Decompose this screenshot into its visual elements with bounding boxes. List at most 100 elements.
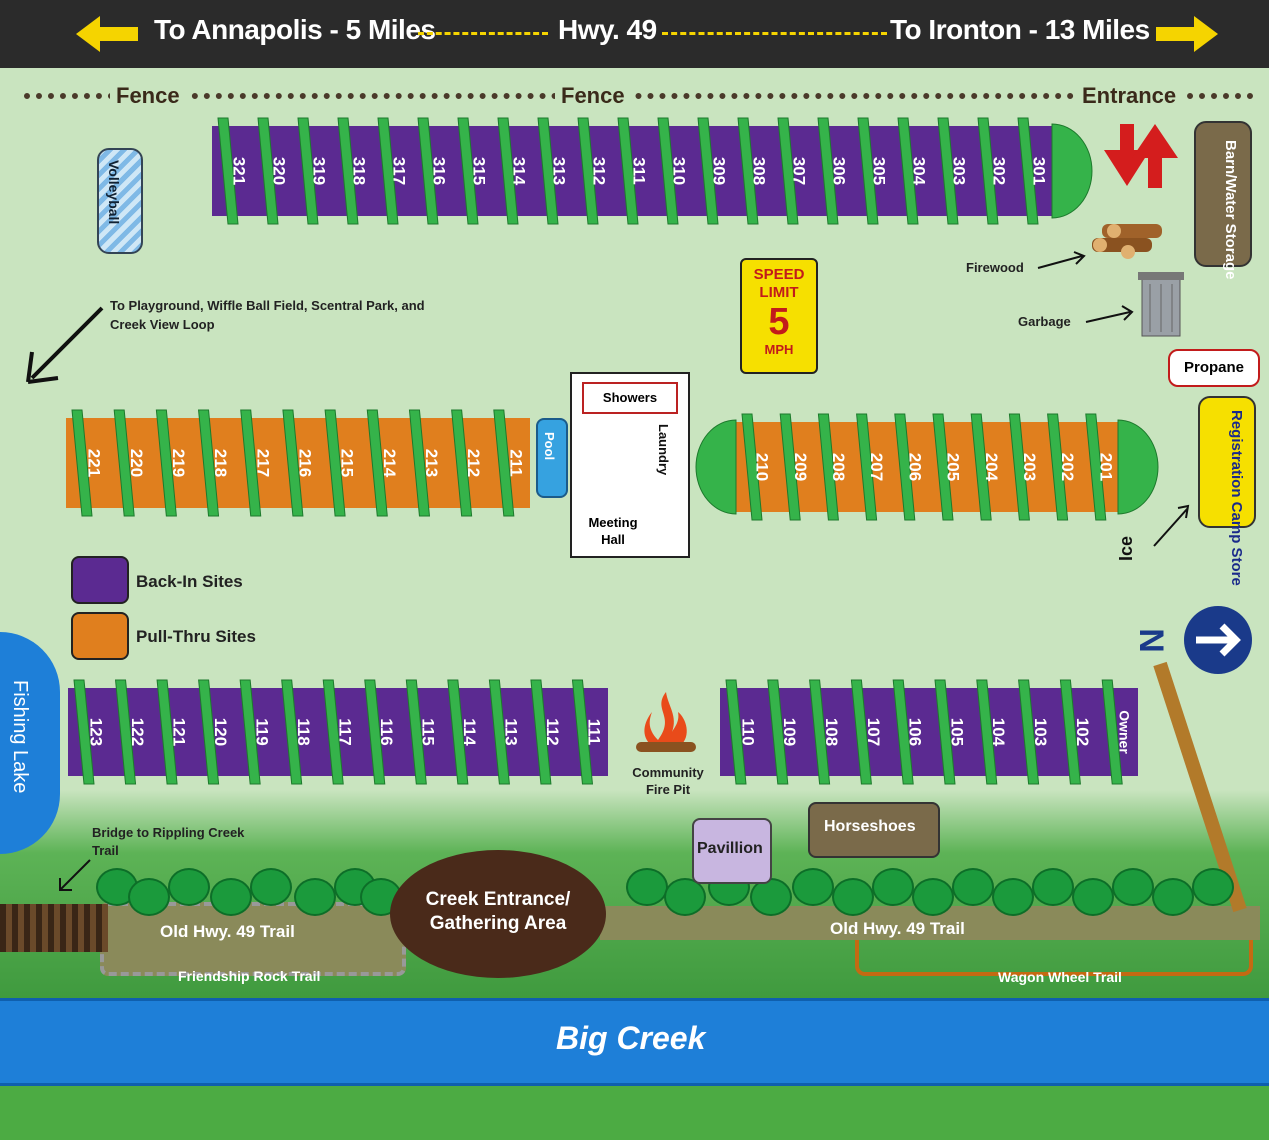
site-pad-212 — [451, 409, 473, 517]
site-303[interactable]: 303 — [950, 157, 969, 185]
fire-pit-label: Community Fire Pit — [632, 765, 704, 797]
tree-icon — [912, 878, 954, 916]
site-pad-213 — [408, 409, 431, 517]
site-111[interactable]: 111 — [585, 719, 604, 746]
registration-camp-store[interactable] — [1198, 396, 1256, 528]
site-107[interactable]: 107 — [864, 718, 883, 746]
site-306[interactable]: 306 — [830, 157, 849, 185]
barn-water-storage[interactable] — [1194, 121, 1252, 267]
site-105[interactable]: 105 — [947, 718, 966, 746]
meeting-hall-label: Meeting Hall — [588, 515, 638, 547]
site-202[interactable]: 202 — [1058, 453, 1077, 481]
site-313[interactable]: 313 — [550, 157, 569, 185]
site-pad-302 — [977, 117, 999, 225]
site-312[interactable]: 312 — [590, 157, 609, 185]
site-117[interactable]: 117 — [336, 718, 355, 745]
site-309[interactable]: 309 — [710, 157, 729, 185]
highway-dash-left — [418, 32, 548, 35]
site-218[interactable]: 218 — [211, 449, 230, 477]
site-109[interactable]: 109 — [780, 718, 799, 746]
arrow-right-icon — [1156, 16, 1218, 52]
tree-icon — [168, 868, 210, 906]
site-317[interactable]: 317 — [390, 157, 409, 185]
wagon-wheel-trail[interactable] — [855, 940, 1253, 976]
site-114[interactable]: 114 — [460, 718, 479, 746]
site-110[interactable]: 110 — [738, 718, 757, 745]
site-104[interactable]: 104 — [989, 718, 1008, 747]
creek-entrance-label: Creek Entrance/ Gathering Area — [425, 889, 571, 934]
entrance-label: Entrance — [1076, 83, 1183, 109]
site-217[interactable]: 217 — [253, 449, 272, 477]
tree-icon — [1032, 868, 1074, 906]
site-121[interactable]: 121 — [169, 718, 188, 746]
site-304[interactable]: 304 — [910, 157, 929, 186]
legend-back-in-label: Back-In Sites — [136, 572, 243, 591]
site-pad-315 — [457, 117, 479, 225]
site-106[interactable]: 106 — [906, 718, 925, 746]
pool[interactable] — [536, 418, 568, 498]
site-203[interactable]: 203 — [1020, 453, 1039, 481]
bridge[interactable] — [0, 904, 108, 952]
site-112[interactable]: 112 — [543, 718, 562, 745]
showers-room[interactable]: Showers — [582, 382, 678, 414]
site-221[interactable]: 221 — [85, 449, 104, 477]
site-118[interactable]: 118 — [294, 718, 313, 745]
site-212[interactable]: 212 — [464, 449, 483, 477]
site-116[interactable]: 116 — [377, 718, 396, 745]
site-215[interactable]: 215 — [338, 449, 357, 477]
site-310[interactable]: 310 — [670, 157, 689, 185]
row_200_right-cap-right — [1117, 419, 1159, 515]
site-302[interactable]: 302 — [990, 157, 1009, 185]
fence-line — [24, 93, 1254, 99]
site-122[interactable]: 122 — [128, 718, 147, 746]
site-308[interactable]: 308 — [750, 157, 769, 185]
site-201[interactable]: 201 — [1096, 453, 1115, 481]
garbage-pointer-icon — [1085, 305, 1134, 323]
site-pad-123 — [73, 679, 95, 785]
site-311[interactable]: 311 — [630, 157, 649, 184]
site-102[interactable]: 102 — [1073, 718, 1092, 746]
site-206[interactable]: 206 — [905, 453, 924, 481]
site-305[interactable]: 305 — [870, 157, 889, 185]
site-108[interactable]: 108 — [822, 718, 841, 746]
site-pad-307 — [777, 117, 799, 225]
site-209[interactable]: 209 — [791, 453, 810, 481]
site-103[interactable]: 103 — [1031, 718, 1050, 746]
site-Owner[interactable]: Owner — [1116, 710, 1132, 754]
volleyball-court[interactable] — [97, 148, 143, 254]
site-319[interactable]: 319 — [310, 157, 329, 185]
site-207[interactable]: 207 — [867, 453, 886, 481]
site-113[interactable]: 113 — [502, 718, 521, 745]
legend-back-in-swatch — [71, 556, 129, 604]
site-316[interactable]: 316 — [430, 157, 449, 185]
site-213[interactable]: 213 — [422, 449, 441, 477]
meeting-hall-building[interactable] — [570, 372, 690, 558]
site-208[interactable]: 208 — [829, 453, 848, 481]
horseshoes-pit[interactable] — [808, 802, 940, 858]
site-321[interactable]: 321 — [230, 157, 249, 185]
site-120[interactable]: 120 — [211, 718, 230, 746]
site-pad-321 — [217, 117, 239, 225]
site-315[interactable]: 315 — [470, 157, 489, 185]
site-216[interactable]: 216 — [296, 449, 315, 477]
site-211[interactable]: 211 — [506, 449, 525, 476]
site-320[interactable]: 320 — [270, 157, 289, 185]
site-204[interactable]: 204 — [982, 453, 1001, 482]
friendship-trail-label: Friendship Rock Trail — [178, 968, 321, 984]
site-115[interactable]: 115 — [419, 718, 438, 745]
site-214[interactable]: 214 — [380, 449, 399, 478]
site-307[interactable]: 307 — [790, 157, 809, 185]
site-119[interactable]: 119 — [252, 718, 271, 745]
creek-entrance[interactable] — [390, 850, 606, 978]
site-220[interactable]: 220 — [127, 449, 146, 477]
site-219[interactable]: 219 — [169, 449, 188, 477]
site-318[interactable]: 318 — [350, 157, 369, 185]
site-123[interactable]: 123 — [86, 718, 105, 746]
site-205[interactable]: 205 — [944, 453, 963, 481]
site-301[interactable]: 301 — [1030, 157, 1049, 185]
site-210[interactable]: 210 — [753, 453, 772, 481]
campfire-icon — [636, 692, 696, 752]
pavillion[interactable] — [692, 818, 772, 884]
site-314[interactable]: 314 — [510, 157, 529, 186]
tree-icon — [832, 878, 874, 916]
